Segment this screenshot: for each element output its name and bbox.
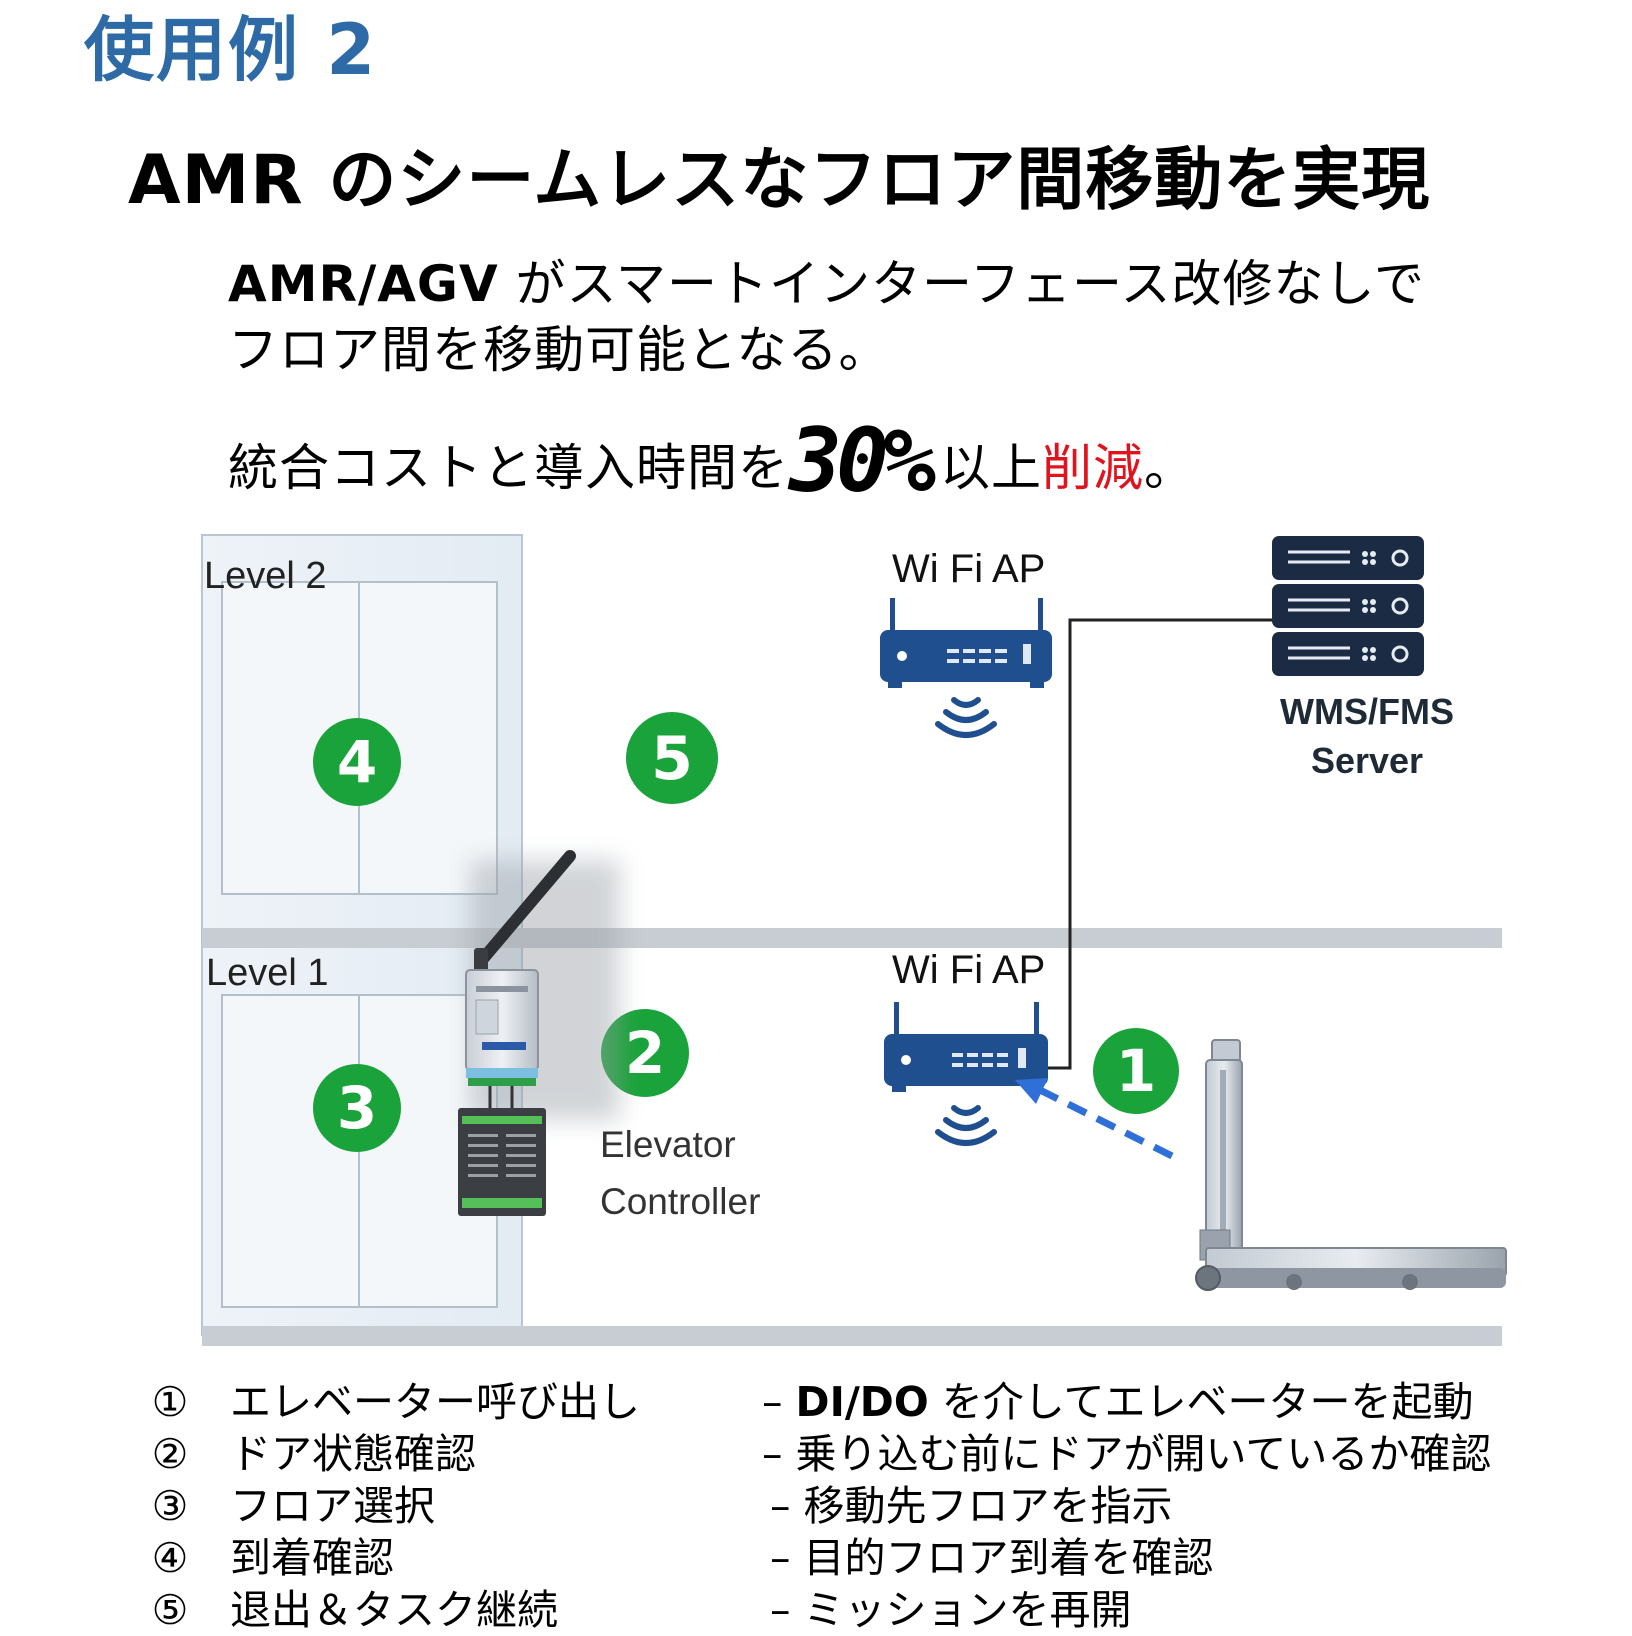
legend-number: ⑤ [151, 1586, 189, 1634]
wifi-router-icon [880, 598, 1052, 688]
legend-bold-term: DI/DO [795, 1378, 929, 1426]
body-bold-term: AMR/AGV [228, 255, 499, 313]
wifi-ap-top-label: Wi Fi AP [892, 547, 1045, 591]
server-label-2: Server [1311, 740, 1423, 781]
badge-4: 4 [313, 718, 401, 806]
legend-row: ④ 到着確認 – 目的フロア到着を確認 [0, 1532, 1632, 1584]
legend-step-name: エレベーター呼び出し [230, 1378, 640, 1426]
legend-number: ① [151, 1378, 189, 1426]
body-line-3: 統合コストと導入時間を30%以上削減。 [228, 417, 1195, 505]
server-label-1: WMS/FMS [1280, 691, 1454, 732]
body-line-1: AMR/AGV がスマートインターフェース改修なしで [228, 244, 1425, 316]
legend-number: ② [151, 1430, 189, 1478]
io-module-icon [465, 969, 539, 1086]
legend-description: – ミッションを再開 [770, 1586, 1132, 1634]
antenna-icon [474, 850, 576, 974]
legend-row: ② ドア状態確認 – 乗り込む前にドアが開いているか確認 [0, 1428, 1632, 1480]
legend-description: – 目的フロア到着を確認 [770, 1534, 1214, 1582]
legend-step-name: ドア状態確認 [230, 1430, 476, 1478]
svg-text:5: 5 [651, 724, 693, 794]
badge-3: 3 [313, 1064, 401, 1152]
body-line-3-mid: 以上 [939, 439, 1042, 497]
legend-number: ④ [151, 1534, 189, 1582]
legend-description: – 乗り込む前にドアが開いているか確認 [762, 1430, 1492, 1478]
wifi-router-icon [884, 1002, 1048, 1092]
svg-text:1: 1 [1116, 1037, 1156, 1105]
legend-description: – 移動先フロアを指示 [770, 1482, 1173, 1530]
legend-number: ③ [151, 1482, 189, 1530]
wifi-signal-icon [935, 697, 997, 738]
controller-label-2: Controller [600, 1181, 760, 1222]
legend-row: ⑤ 退出＆タスク継続 – ミッションを再開 [0, 1584, 1632, 1636]
io-module-icon [458, 1108, 546, 1216]
section-title: 使用例 2 [84, 9, 378, 91]
server-rack-icon [1272, 536, 1424, 676]
legend-step-name: フロア選択 [230, 1482, 435, 1530]
wifi-ap-bottom-label: Wi Fi AP [892, 948, 1045, 992]
legend-row: ③ フロア選択 – 移動先フロアを指示 [0, 1480, 1632, 1532]
legend-step-name: 退出＆タスク継続 [230, 1586, 558, 1634]
legend-description: – DI/DO を介してエレベーターを起動 [762, 1378, 1474, 1426]
amr-robot-icon [1195, 1039, 1507, 1291]
body-line-3-prefix: 統合コストと導入時間を [228, 439, 789, 497]
floor-slab-level2 [202, 928, 1502, 948]
badge-5: 5 [626, 712, 718, 804]
floor-slab-level1 [202, 1326, 1502, 1346]
headline: AMR のシームレスなフロア間移動を実現 [128, 141, 1431, 220]
elevator-controller-device [458, 850, 620, 1216]
elevator-diagram: Level 2 Level 1 4 3 5 2 1 Wi Fi AP Wi Fi… [201, 534, 1507, 1346]
arrow-icon [1015, 1078, 1174, 1160]
body-line-3-end: 。 [1143, 439, 1195, 497]
level1-label: Level 1 [206, 952, 329, 994]
controller-label-1: Elevator [600, 1124, 736, 1165]
svg-text:3: 3 [337, 1074, 377, 1142]
legend-row: ① エレベーター呼び出し – DI/DO を介してエレベーターを起動 [0, 1376, 1632, 1428]
body-line-2: フロア間を移動可能となる。 [228, 321, 890, 379]
svg-text:4: 4 [337, 728, 377, 796]
legend-step-name: 到着確認 [230, 1534, 394, 1582]
body-line-1-text: がスマートインターフェース改修なしで [498, 255, 1426, 313]
badge-1: 1 [1093, 1028, 1179, 1114]
level2-label: Level 2 [204, 555, 327, 597]
svg-text:2: 2 [625, 1019, 665, 1087]
red-emphasis: 削減 [1041, 439, 1144, 497]
highlight-number: 30% [789, 409, 936, 512]
network-cable [1048, 618, 1275, 1070]
badge-2: 2 [601, 1009, 689, 1097]
wifi-signal-icon [935, 1105, 997, 1146]
